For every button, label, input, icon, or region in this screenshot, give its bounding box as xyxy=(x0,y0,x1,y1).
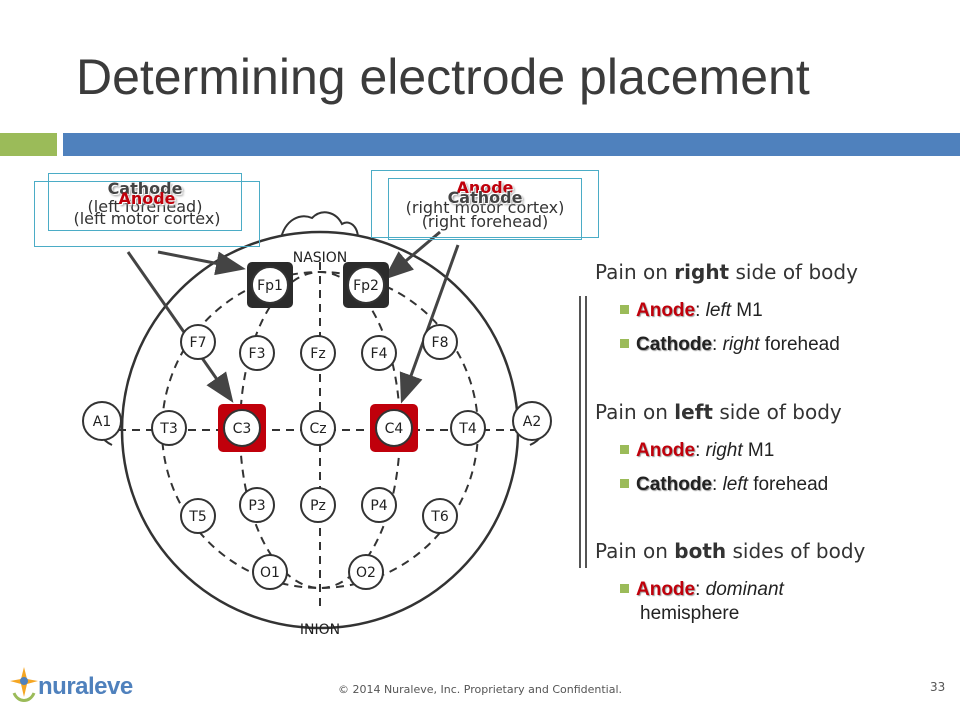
callout-anode-subtitle: (left motor cortex) xyxy=(73,209,221,228)
callout-cathode-left-forehead: Cathode (left forehead) xyxy=(48,173,242,231)
callout-anode-title: Anode xyxy=(118,189,176,208)
electrode-label-cz: Cz xyxy=(309,421,326,437)
slide-title: Determining electrode placement xyxy=(76,49,810,105)
protocol-left-cathode: Cathode: left forehead xyxy=(620,474,828,496)
electrode-f8 xyxy=(422,324,458,360)
electrode-label-c3: C3 xyxy=(233,421,252,437)
electrode-t6 xyxy=(422,498,458,534)
protocol-right-cathode: Cathode: right forehead xyxy=(620,334,840,356)
electrode-label-o1: O1 xyxy=(260,565,280,581)
callout-anode-right-subtitle: (right motor cortex) xyxy=(405,198,565,217)
electrode-label-t5: T5 xyxy=(188,509,206,525)
electrode-a2 xyxy=(512,401,552,441)
callout-anode-right-motor: Anode (right motor cortex) xyxy=(371,170,599,238)
protocol-heading-left: Pain on left side of body xyxy=(595,400,842,424)
electrode-o1 xyxy=(252,554,288,590)
electrode-fz xyxy=(300,335,336,371)
electrode-label-pz: Pz xyxy=(310,498,326,514)
protocol-right-anode: Anode: left M1 xyxy=(620,300,763,322)
slide-number: 33 xyxy=(930,680,946,694)
electrode-t5 xyxy=(180,498,216,534)
protocol-heading-both: Pain on both sides of body xyxy=(595,539,866,563)
electrode-t3 xyxy=(151,410,187,446)
title-accent-bar-blue xyxy=(63,133,960,156)
electrode-c4 xyxy=(375,409,413,447)
nuraleve-logo-text: nuraleve xyxy=(38,673,133,700)
bullet-icon xyxy=(620,445,629,454)
electrode-label-a2: A2 xyxy=(523,414,541,430)
bullet-icon xyxy=(620,339,629,348)
electrode-fp2 xyxy=(347,266,385,304)
divider-line xyxy=(585,296,587,568)
electrode-p3 xyxy=(239,487,275,523)
electrode-t4 xyxy=(450,410,486,446)
electrode-f3 xyxy=(239,335,275,371)
electrode-label-fp1: Fp1 xyxy=(257,278,283,294)
arrow-cathode-right xyxy=(399,244,460,404)
electrode-cz xyxy=(300,410,336,446)
electrode-label-t3: T3 xyxy=(159,421,177,437)
callout-anode-left-motor: Anode (left motor cortex) xyxy=(34,181,260,247)
protocol-both-anode-cont: hemisphere xyxy=(640,603,740,624)
electrode-label-f7: F7 xyxy=(190,335,207,351)
nasion-label: NASION xyxy=(293,250,348,266)
eeg-head-diagram: NASION INION Fp1 Fp2 F7 F3 Fz F4 F8 A1 T… xyxy=(82,211,552,638)
electrode-label-t4: T4 xyxy=(458,421,477,437)
electrode-f7 xyxy=(180,324,216,360)
electrode-f4 xyxy=(361,335,397,371)
bullet-icon xyxy=(620,479,629,488)
callout-cathode-right-subtitle: (right forehead) xyxy=(421,212,549,231)
electrode-o2 xyxy=(348,554,384,590)
copyright-notice: © 2014 Nuraleve, Inc. Proprietary and Co… xyxy=(337,683,623,696)
electrode-a1 xyxy=(82,401,122,441)
electrode-label-t6: T6 xyxy=(430,509,449,525)
electrode-label-c4: C4 xyxy=(385,421,404,437)
electrode-label-f4: F4 xyxy=(371,346,388,362)
electrode-label-a1: A1 xyxy=(93,414,111,430)
callout-cathode-title: Cathode xyxy=(107,179,183,198)
divider-line xyxy=(579,296,581,568)
inion-label: INION xyxy=(300,622,340,638)
nuraleve-logo-icon xyxy=(10,667,38,702)
arrow-cathode-left xyxy=(157,250,246,276)
bullet-icon xyxy=(620,584,629,593)
electrode-label-fp2: Fp2 xyxy=(353,278,379,294)
electrode-label-f3: F3 xyxy=(249,346,266,362)
electrode-p4 xyxy=(361,487,397,523)
arrow-anode-left xyxy=(126,251,234,403)
electrode-label-f8: F8 xyxy=(432,335,449,351)
title-accent-bar-green xyxy=(0,133,57,156)
callout-anode-right-title: Anode xyxy=(456,178,514,197)
electrode-label-p4: P4 xyxy=(370,498,387,514)
protocol-left-anode: Anode: right M1 xyxy=(620,440,774,462)
electrode-label-o2: O2 xyxy=(356,565,376,581)
protocol-heading-right: Pain on right side of body xyxy=(595,260,858,284)
electrode-label-fz: Fz xyxy=(310,346,325,362)
bullet-icon xyxy=(620,305,629,314)
callout-cathode-right-forehead: Cathode (right forehead) xyxy=(388,178,582,240)
electrode-fp1 xyxy=(251,266,289,304)
callout-cathode-subtitle: (left forehead) xyxy=(87,197,203,216)
electrode-pz xyxy=(300,487,336,523)
callout-cathode-right-title: Cathode xyxy=(447,188,523,207)
electrode-label-p3: P3 xyxy=(248,498,265,514)
electrode-c3 xyxy=(223,409,261,447)
protocol-both-anode: Anode: dominant xyxy=(620,579,784,601)
